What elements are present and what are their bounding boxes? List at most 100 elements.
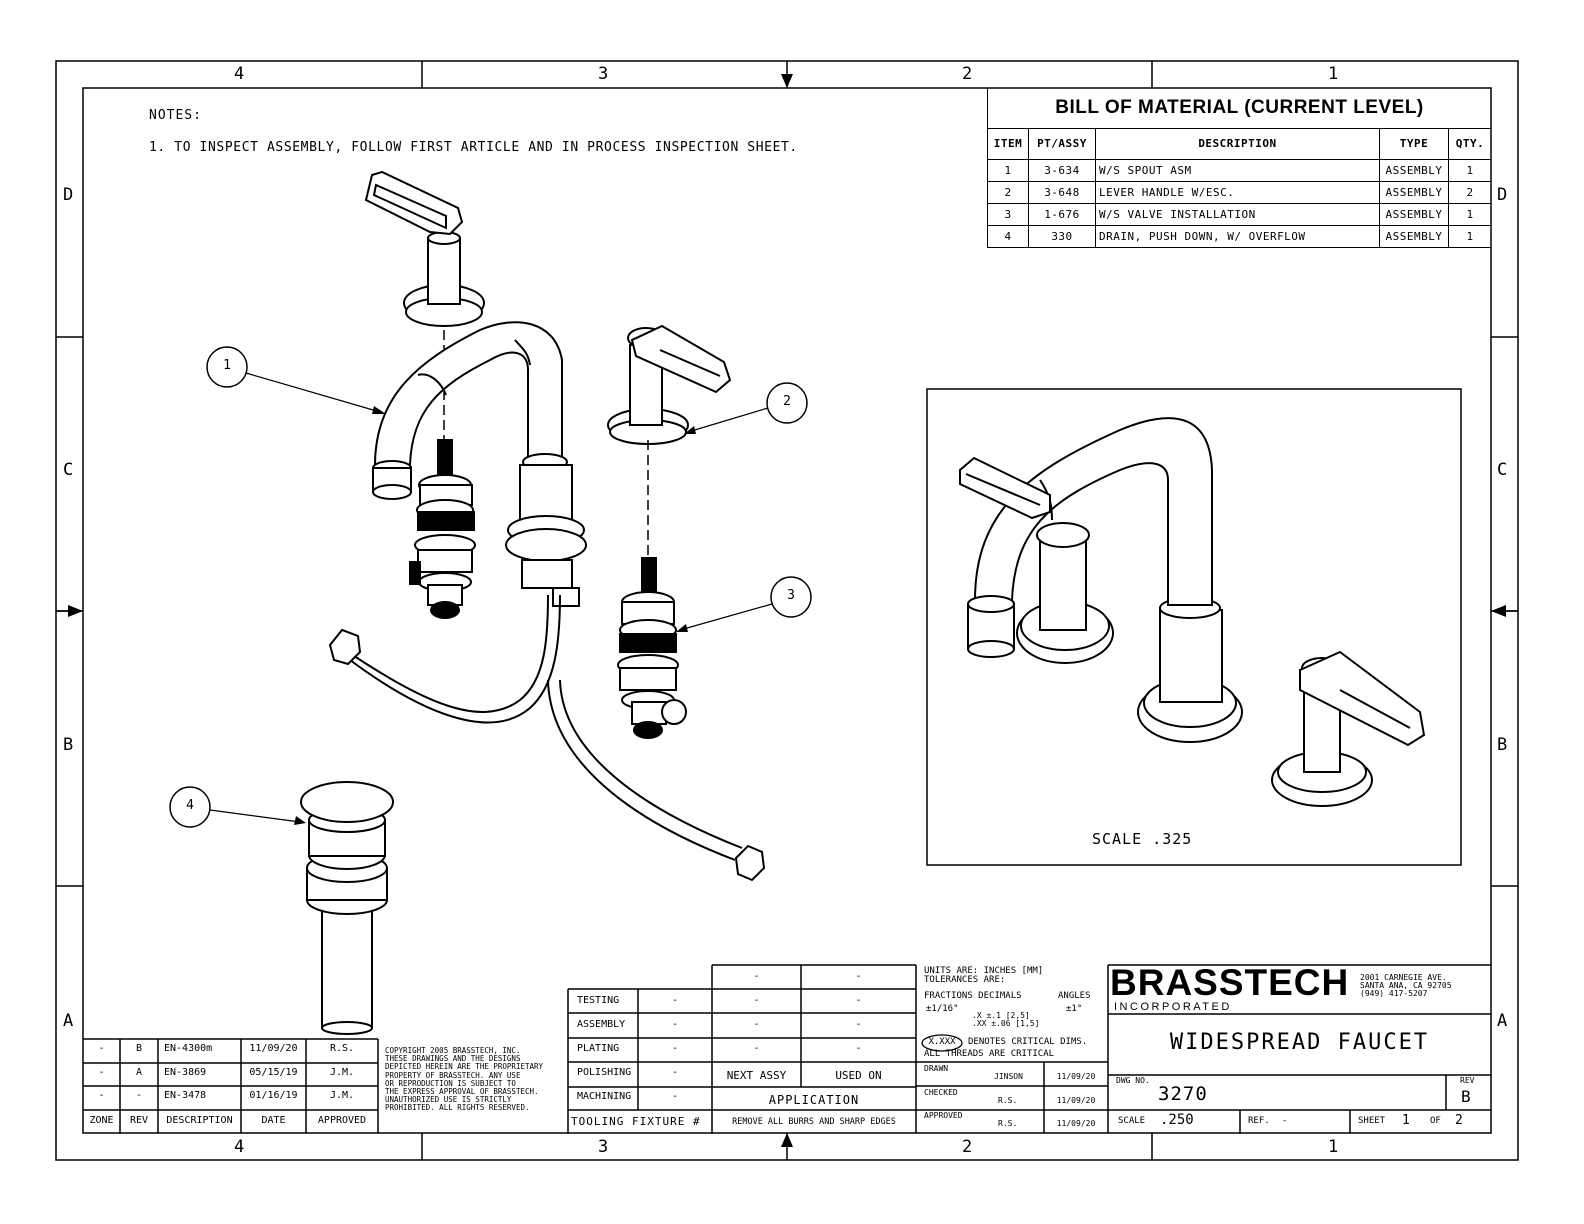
zone-bottom-1: 1	[1328, 1137, 1339, 1157]
tolerances-line: TOLERANCES ARE:	[924, 975, 1006, 985]
bom-cell: LEVER HANDLE W/ESC.	[1095, 180, 1380, 204]
balloon-2: 2	[783, 394, 791, 409]
balloon-4: 4	[186, 798, 194, 813]
process-dash: -	[671, 1067, 679, 1078]
critical-dims-note: DENOTES CRITICAL DIMS.	[968, 1037, 1088, 1047]
bom-cell: 330	[1028, 224, 1096, 248]
tooling-fixture-label: TOOLING FIXTURE #	[571, 1115, 701, 1128]
drawn-date: 11/09/20	[1056, 1072, 1096, 1081]
next-assy-label: NEXT ASSY	[726, 1069, 787, 1082]
zone-right-a: A	[1497, 1011, 1508, 1031]
address-line: (949) 417-5207	[1360, 989, 1428, 998]
bom-header-qty: QTY.	[1448, 127, 1491, 160]
process-dash: -	[671, 1043, 679, 1054]
fractions-decimals-label: FRACTIONS DECIMALS	[924, 991, 1022, 1001]
bom-cell: 3-634	[1028, 158, 1096, 182]
copyright-line: THE EXPRESS APPROVAL OF BRASSTECH.	[385, 1087, 539, 1097]
bom-header-desc: DESCRIPTION	[1095, 127, 1380, 160]
rev-value: B	[1461, 1087, 1471, 1106]
rev-desc: EN-3478	[164, 1090, 207, 1101]
critical-dim-symbol: X.XXX	[928, 1037, 956, 1047]
bom-cell: 3	[987, 202, 1029, 226]
rev-header-date: DATE	[261, 1115, 286, 1126]
bom-cell: 4	[987, 224, 1029, 248]
bom-cell: 1	[1448, 202, 1491, 226]
next-assy-dash: -	[753, 1019, 760, 1030]
bom-cell: 1	[987, 158, 1029, 182]
bom-cell: 1	[1448, 158, 1491, 182]
bom-table: BILL OF MATERIAL (CURRENT LEVEL) ITEM PT…	[987, 88, 1491, 248]
zone-left-c: C	[63, 460, 74, 480]
checked-date: 11/09/20	[1056, 1096, 1096, 1105]
company-sub: INCORPORATED	[1114, 1001, 1232, 1013]
process-dash: -	[671, 995, 679, 1006]
decimal-tolerance-2: .XX ±.06 [1,5]	[972, 1019, 1040, 1028]
bom-cell: DRAIN, PUSH DOWN, W/ OVERFLOW	[1095, 224, 1380, 248]
bom-cell: W/S SPOUT ASM	[1095, 158, 1380, 182]
bom-cell: 2	[987, 180, 1029, 204]
approved-label: APPROVED	[924, 1111, 963, 1120]
rev-approved: J.M.	[329, 1067, 355, 1078]
rev-zone: -	[98, 1067, 105, 1078]
used-on-dash: -	[855, 1019, 862, 1030]
process-testing: TESTING	[577, 995, 620, 1006]
dwg-no: 3270	[1158, 1083, 1208, 1105]
bom-row: 2 3-648 LEVER HANDLE W/ESC. ASSEMBLY 2	[987, 180, 1491, 204]
copyright-line: OR REPRODUCTION IS SUBJECT TO	[385, 1078, 516, 1088]
copyright-line: COPYRIGHT 2005 BRASSTECH, INC.	[385, 1046, 521, 1055]
zone-bottom-4: 4	[234, 1137, 245, 1157]
next-assy-dash: -	[753, 971, 760, 982]
copyright-line: THESE DRAWINGS AND THE DESIGNS	[385, 1054, 521, 1064]
inset-scale-label: SCALE .325	[1092, 830, 1193, 848]
bom-row: 3 1-676 W/S VALVE INSTALLATION ASSEMBLY …	[987, 202, 1491, 226]
company-logo: BRASSTECH	[1110, 962, 1350, 1003]
zone-bottom-3: 3	[598, 1137, 609, 1157]
approved-date: 11/09/20	[1056, 1119, 1096, 1128]
copyright-line: UNAUTHORIZED USE IS STRICTLY	[385, 1095, 512, 1105]
drawing-title: WIDESPREAD FAUCET	[1169, 1030, 1430, 1055]
note-item: 1. TO INSPECT ASSEMBLY, FOLLOW FIRST ART…	[149, 140, 798, 155]
process-machining: MACHINING	[577, 1091, 632, 1102]
copyright-line: DEPICTED HEREIN ARE THE PROPRIETARY	[385, 1062, 544, 1072]
process-assembly: ASSEMBLY	[577, 1019, 626, 1030]
balloon-3: 3	[787, 588, 795, 603]
dwg-no-label: DWG NO.	[1116, 1076, 1150, 1085]
copyright-notice: COPYRIGHT 2005 BRASSTECH, INC. THESE DRA…	[385, 1046, 544, 1113]
rev-desc: EN-3869	[164, 1067, 207, 1078]
zone-left-d: D	[63, 185, 74, 205]
bom-cell: ASSEMBLY	[1379, 158, 1449, 182]
used-on-dash: -	[855, 995, 862, 1006]
company-address: 2001 CARNEGIE AVE. SANTA ANA, CA 92705 (…	[1360, 974, 1452, 998]
copyright-line: PROPERTY OF BRASSTECH. ANY USE	[385, 1070, 521, 1080]
zone-left-a: A	[63, 1011, 74, 1031]
tolerances-block: UNITS ARE: INCHES [MM] TOLERANCES ARE:	[924, 967, 1043, 985]
of-label: OF	[1430, 1116, 1441, 1126]
zone-right-d: D	[1497, 185, 1508, 205]
process-plating: PLATING	[577, 1043, 620, 1054]
rev-approved: R.S.	[329, 1043, 355, 1054]
process-dash: -	[671, 1091, 679, 1102]
rev-header-desc: DESCRIPTION	[166, 1115, 233, 1126]
zone-bottom-2: 2	[962, 1137, 973, 1157]
rev-letter: B	[135, 1043, 143, 1054]
bom-cell: ASSEMBLY	[1379, 202, 1449, 226]
rev-header-zone: ZONE	[89, 1115, 114, 1126]
bom-cell: W/S VALVE INSTALLATION	[1095, 202, 1380, 226]
rev-header-approved: APPROVED	[317, 1115, 367, 1126]
rev-zone: -	[98, 1043, 105, 1054]
zone-top-1: 1	[1328, 64, 1339, 84]
zone-left-b: B	[63, 735, 74, 755]
sheets-total: 2	[1455, 1113, 1463, 1128]
rev-zone: -	[98, 1090, 105, 1101]
zone-right-c: C	[1497, 460, 1508, 480]
sheet-value: 1	[1402, 1113, 1410, 1128]
bom-title: BILL OF MATERIAL (CURRENT LEVEL)	[987, 88, 1491, 129]
bom-header-item: ITEM	[987, 127, 1029, 160]
ref-value: -	[1282, 1116, 1288, 1126]
bom-cell: ASSEMBLY	[1379, 224, 1449, 248]
angles-label: ANGLES	[1058, 991, 1091, 1001]
bom-cell: 1-676	[1028, 202, 1096, 226]
rev-date: 01/16/19	[249, 1090, 298, 1101]
process-polishing: POLISHING	[577, 1067, 632, 1078]
